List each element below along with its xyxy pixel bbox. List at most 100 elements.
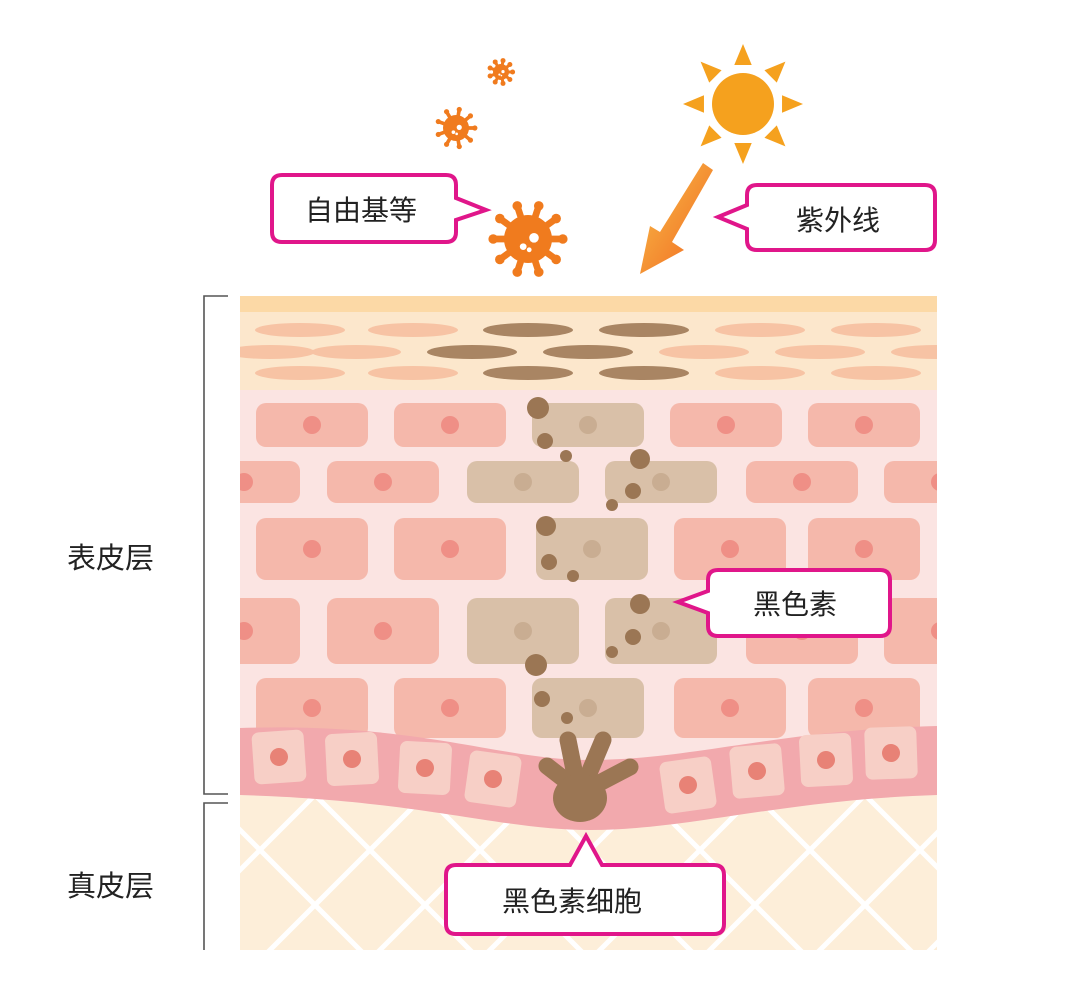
sun-ray bbox=[764, 125, 786, 147]
melanin-granule bbox=[606, 646, 618, 658]
cell-nucleus bbox=[793, 473, 811, 491]
horny-cell bbox=[659, 345, 749, 359]
radical-spike-tip bbox=[558, 234, 568, 244]
callout-free-radicals-text: 自由基等 bbox=[305, 194, 417, 227]
radical-spot bbox=[500, 74, 503, 77]
stratum-corneum bbox=[240, 296, 937, 390]
basal-cell bbox=[799, 733, 853, 787]
radical-spot bbox=[519, 243, 527, 251]
callout-melanin: 黑色素 bbox=[672, 568, 892, 638]
horny-cells bbox=[240, 323, 937, 380]
melanin-granule bbox=[567, 570, 579, 582]
radical-spike-tip bbox=[492, 79, 498, 85]
cell-nucleus bbox=[652, 622, 670, 640]
free-radical-icons bbox=[435, 58, 568, 277]
callout-free-radicals: 自由基等 bbox=[270, 173, 492, 244]
melanin-granule bbox=[537, 433, 553, 449]
radical-spike-tip bbox=[472, 125, 478, 131]
horny-cell bbox=[255, 366, 345, 380]
radical-spike-tip bbox=[551, 213, 561, 224]
horny-cell bbox=[831, 323, 921, 337]
cell-nucleus bbox=[931, 473, 937, 491]
basal-cell bbox=[659, 756, 717, 814]
basal-cell bbox=[864, 726, 918, 780]
horny-cell bbox=[240, 345, 315, 359]
radical-spike-tip bbox=[507, 62, 513, 68]
cell-nucleus bbox=[579, 699, 597, 717]
callout-uv: 紫外线 bbox=[712, 183, 937, 252]
callout-melanocyte-text: 黑色素细胞 bbox=[502, 885, 642, 918]
melanin-granule bbox=[525, 654, 547, 676]
cell-nucleus bbox=[303, 540, 321, 558]
cell-nucleus bbox=[721, 699, 739, 717]
cell-nucleus bbox=[579, 416, 597, 434]
cell-nucleus bbox=[514, 473, 532, 491]
free-radical-icon bbox=[488, 201, 568, 277]
sun-ray bbox=[683, 95, 704, 113]
basal-cell bbox=[325, 732, 379, 786]
radical-spike-tip bbox=[551, 254, 561, 265]
melanin-granule bbox=[630, 594, 650, 614]
radical-spike-tip bbox=[510, 69, 516, 75]
radical-spike-tip bbox=[495, 254, 505, 265]
basal-cell-nucleus bbox=[882, 744, 900, 762]
radical-spike-tip bbox=[533, 267, 544, 277]
horny-cell bbox=[368, 366, 458, 380]
basal-cell bbox=[398, 741, 452, 795]
melanin-granule bbox=[536, 516, 556, 536]
cell-nucleus bbox=[652, 473, 670, 491]
cell-nucleus bbox=[374, 622, 392, 640]
radical-spot bbox=[526, 247, 532, 253]
radical-spike-tip bbox=[507, 76, 513, 82]
sun-icon bbox=[683, 44, 803, 164]
radical-spike-tip bbox=[512, 267, 523, 277]
cell-nucleus bbox=[441, 416, 459, 434]
cell-nucleus bbox=[717, 416, 735, 434]
basal-cell-nucleus bbox=[817, 751, 835, 769]
basal-cell-nucleus bbox=[748, 762, 766, 780]
sun-ray bbox=[782, 95, 803, 113]
cell-nucleus bbox=[441, 540, 459, 558]
melanin-granules bbox=[525, 397, 650, 724]
melanin-granule bbox=[534, 691, 550, 707]
horny-cell bbox=[543, 345, 633, 359]
radical-spike-tip bbox=[443, 109, 450, 115]
radical-spot bbox=[451, 130, 456, 134]
radical-spike-tip bbox=[456, 143, 462, 150]
radical-spike-tip bbox=[500, 80, 506, 86]
radical-body bbox=[493, 64, 509, 80]
spinous-cells bbox=[240, 403, 937, 738]
basal-cell-nucleus bbox=[484, 770, 502, 788]
radical-spike-tip bbox=[443, 141, 450, 147]
sun-ray bbox=[764, 61, 786, 83]
sun-ray bbox=[700, 125, 722, 147]
radical-spike-tip bbox=[467, 113, 474, 119]
free-radical-icon bbox=[435, 106, 478, 150]
horny-cell bbox=[311, 345, 401, 359]
radical-spot bbox=[455, 132, 458, 136]
basal-cell-nucleus bbox=[679, 776, 697, 794]
radical-spike-tip bbox=[488, 234, 499, 244]
cell-nucleus bbox=[240, 473, 253, 491]
uv-arrow-icon bbox=[640, 163, 713, 274]
sun-ray bbox=[734, 143, 752, 164]
skin-cell bbox=[884, 598, 937, 664]
basal-cell bbox=[729, 743, 785, 799]
cell-nucleus bbox=[855, 416, 873, 434]
horny-cell bbox=[831, 366, 921, 380]
skin-cross-section bbox=[240, 296, 937, 950]
cell-nucleus bbox=[855, 699, 873, 717]
horny-cell bbox=[599, 366, 689, 380]
cell-nucleus bbox=[441, 699, 459, 717]
radical-spot bbox=[456, 124, 462, 130]
radical-spike-tip bbox=[533, 201, 544, 211]
basal-cell-nucleus bbox=[270, 748, 288, 766]
callout-melanocyte: 黑色素细胞 bbox=[444, 831, 726, 936]
horny-cell bbox=[483, 366, 573, 380]
radical-spike-tip bbox=[456, 106, 462, 113]
cell-nucleus bbox=[303, 416, 321, 434]
melanocyte bbox=[538, 731, 639, 822]
cell-nucleus bbox=[514, 622, 532, 640]
radical-body bbox=[443, 115, 469, 141]
